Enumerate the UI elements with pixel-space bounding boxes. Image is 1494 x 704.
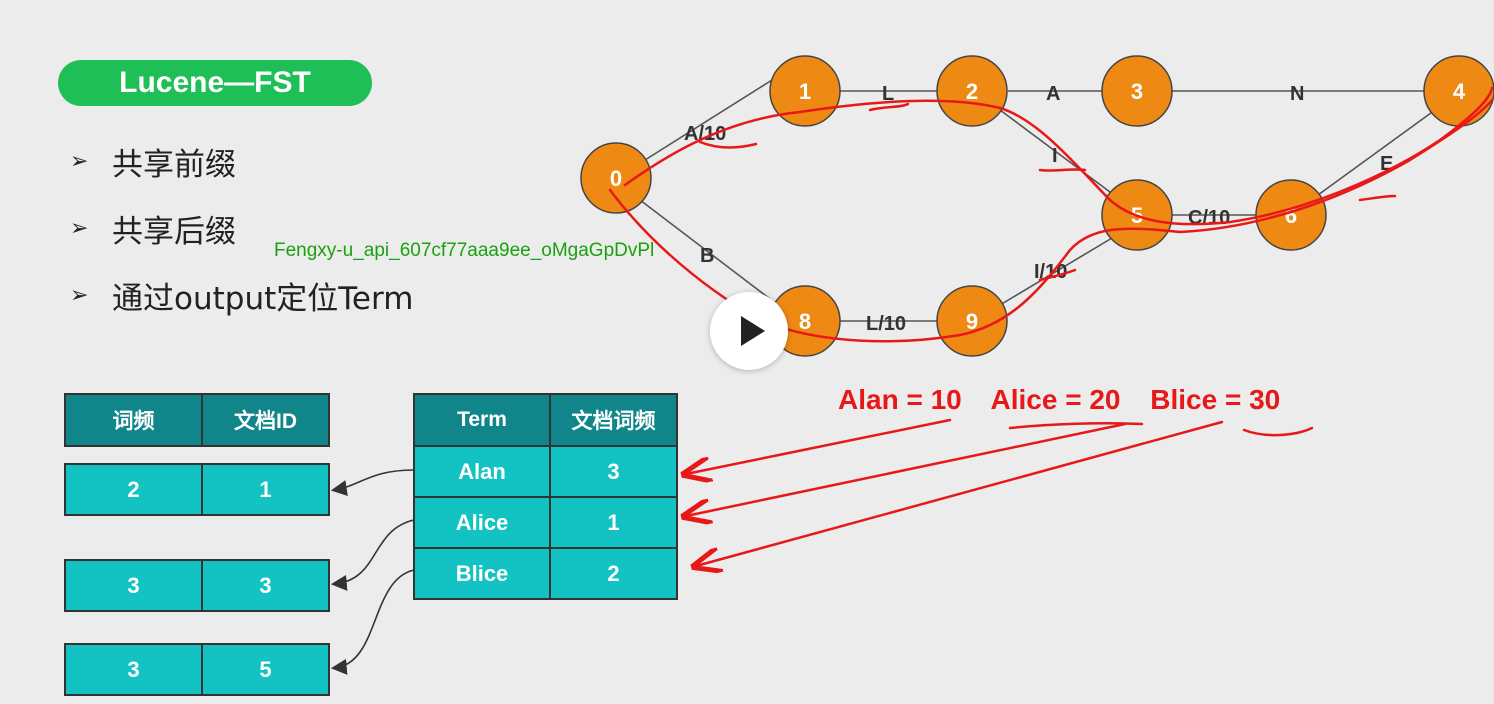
output-formula: Alan = 10 Alice = 20 Blice = 30 <box>838 384 1302 416</box>
arrow-bullet-icon: ➢ <box>70 149 89 174</box>
table-cell: Alice <box>413 496 551 549</box>
table-cell: 3 <box>549 445 678 498</box>
watermark-text: Fengxy-u_api_607cf77aaa9ee_oMgaGpDvPl <box>274 240 655 261</box>
edge-label: N <box>1290 83 1304 105</box>
connector-alice <box>330 519 415 591</box>
arrow-bullet-icon: ➢ <box>70 283 89 308</box>
bullet-text: 共享后缀 <box>112 214 236 250</box>
table-cell: 1 <box>549 496 678 549</box>
fst-node-2 <box>936 55 1008 127</box>
edge-0-1 <box>644 79 773 161</box>
edge-0-8 <box>639 199 779 306</box>
edge-label: I <box>1052 145 1058 167</box>
node-label: 3 <box>1131 79 1143 104</box>
table-cell: Alan <box>413 445 551 498</box>
node-label: 2 <box>966 79 978 104</box>
formula-alan: Alan = 10 <box>838 384 962 415</box>
table-cell: 2 <box>64 463 203 516</box>
term-table: Term 文档词频 Alan 3 Alice 1 Blice 2 <box>413 393 678 600</box>
edge-label: A <box>1046 83 1060 105</box>
fst-node-0 <box>580 142 652 214</box>
bullet-item: ➢ 共享后缀 <box>70 195 413 262</box>
table-cell: 3 <box>201 559 330 612</box>
edge-label: A/10 <box>684 123 726 145</box>
connector-blice <box>330 569 415 675</box>
fst-node-9 <box>936 285 1008 357</box>
table-cell: 1 <box>201 463 330 516</box>
bullet-item: ➢ 共享前缀 <box>70 128 413 195</box>
edge-2-5 <box>999 109 1111 193</box>
bullet-item: ➢ 通过output定位Term <box>70 262 413 329</box>
node-label: 9 <box>966 309 978 334</box>
node-label: 1 <box>799 79 811 104</box>
table-cell: 2 <box>549 547 678 600</box>
edge-9-5 <box>999 237 1113 306</box>
header-cell: 文档ID <box>201 393 330 447</box>
header-cell: 词频 <box>64 393 203 447</box>
freq-row-2: 3 3 <box>64 559 330 612</box>
formula-alice: Alice = 20 <box>990 384 1121 415</box>
header-cell: 文档词频 <box>549 393 678 447</box>
connector-alan <box>330 469 415 496</box>
formula-blice: Blice = 30 <box>1150 384 1281 415</box>
node-label: 4 <box>1453 79 1466 104</box>
edge-label: C/10 <box>1188 207 1230 229</box>
freq-table-header: 词频 文档ID <box>64 393 330 447</box>
node-label: 0 <box>610 166 622 191</box>
table-row: Blice 2 <box>413 547 678 600</box>
bullet-text: 通过output定位Term <box>112 281 414 317</box>
header-cell: Term <box>413 393 551 447</box>
bullet-text: 共享前缀 <box>112 147 236 183</box>
arrow-bullet-icon: ➢ <box>70 216 89 241</box>
edge-label: I/10 <box>1034 261 1067 283</box>
bullet-list: ➢ 共享前缀 ➢ 共享后缀 ➢ 通过output定位Term <box>70 128 413 329</box>
edge-label: B <box>700 245 714 267</box>
edge-6-4 <box>1317 109 1436 196</box>
edge-label: L/10 <box>866 313 906 335</box>
play-icon <box>741 316 765 346</box>
table-cell: 5 <box>201 643 330 696</box>
play-button[interactable] <box>710 292 788 370</box>
table-row: Alan 3 <box>413 445 678 498</box>
table-cell: Blice <box>413 547 551 600</box>
slide-title: Lucene—FST <box>58 60 372 106</box>
node-label: 8 <box>799 309 811 334</box>
table-cell: 3 <box>64 559 203 612</box>
table-row: Alice 1 <box>413 496 678 549</box>
freq-row-1: 2 1 <box>64 463 330 516</box>
fst-node-6 <box>1255 179 1327 251</box>
edge-label: L <box>882 83 894 105</box>
fst-node-3 <box>1101 55 1173 127</box>
table-cell: 3 <box>64 643 203 696</box>
freq-row-3: 3 5 <box>64 643 330 696</box>
